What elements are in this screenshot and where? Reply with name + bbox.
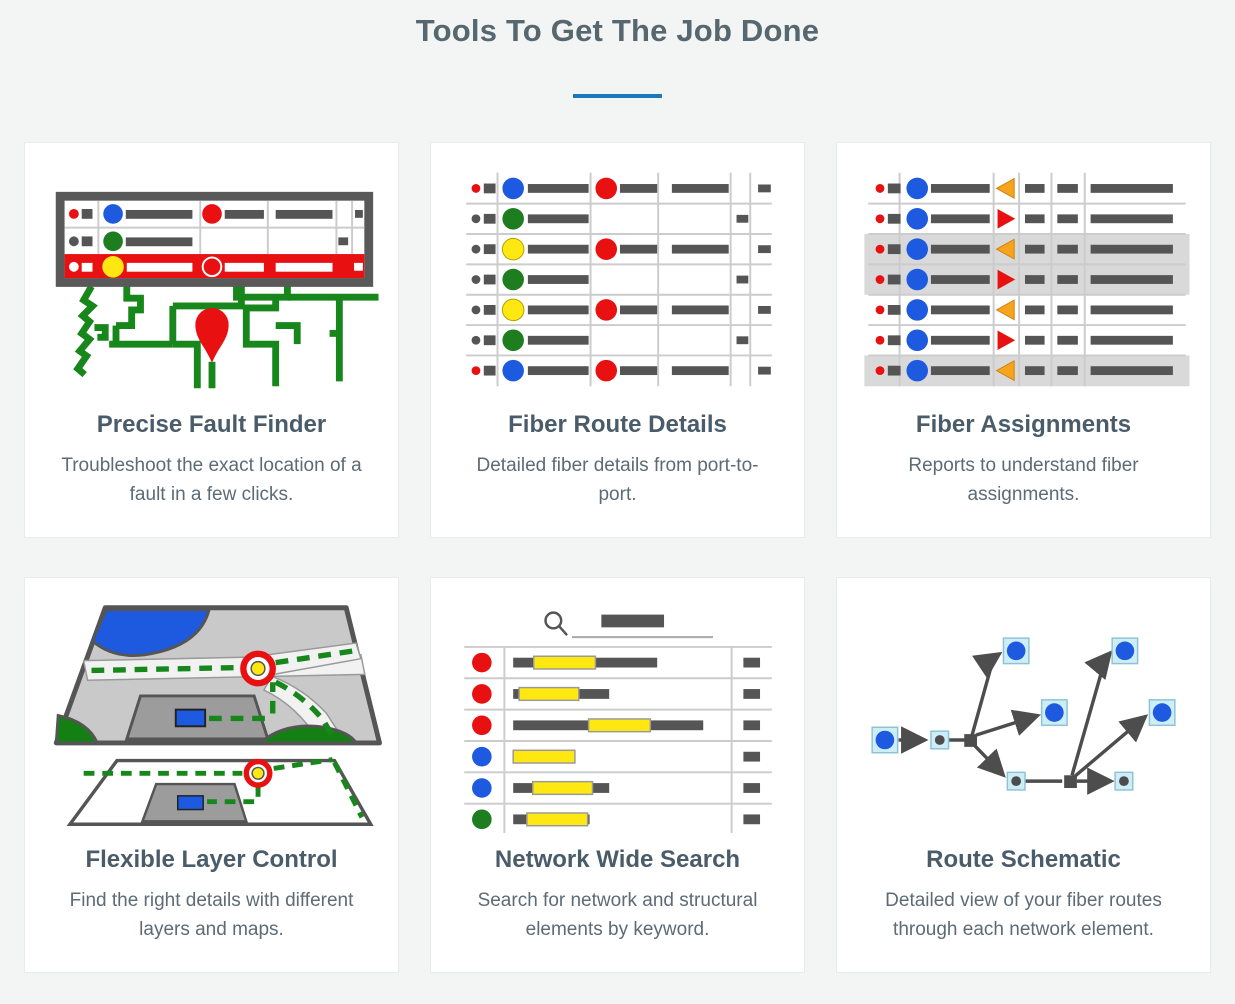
table-row xyxy=(471,208,748,230)
map-marker-dot-icon xyxy=(250,766,265,780)
feature-card-flexible-layer-control: Flexible Layer Control Find the right de… xyxy=(24,577,399,973)
search-result-row xyxy=(471,715,760,736)
card-title: Fiber Assignments xyxy=(915,411,1132,438)
map-pin-icon xyxy=(194,307,229,363)
route-edges xyxy=(898,650,1148,795)
feature-card-network-wide-search: Network Wide Search Search for network a… xyxy=(430,577,805,973)
table-row xyxy=(875,208,1173,230)
search-query-bar xyxy=(600,614,664,628)
table-row xyxy=(471,177,771,200)
section-title: Tools To Get The Job Done xyxy=(415,13,820,48)
map-marker-dot-icon xyxy=(249,660,266,677)
table-row xyxy=(471,237,771,261)
table-row xyxy=(875,268,1173,291)
junction-node xyxy=(1063,775,1077,788)
top-map-layer xyxy=(53,605,382,746)
route-schematic-illustration xyxy=(837,596,1210,836)
card-description: Detailed fiber details from port-to-port… xyxy=(476,455,759,506)
card-title: Network Wide Search xyxy=(494,846,741,873)
network-route-diagram-icon xyxy=(870,637,1176,795)
card-description: Search for network and structural elemen… xyxy=(477,890,758,941)
feature-card-route-schematic: Route Schematic Detailed view of your fi… xyxy=(836,577,1211,973)
table-row xyxy=(471,359,771,382)
search-result-row xyxy=(471,684,760,704)
card-title: Route Schematic xyxy=(926,846,1121,873)
fiber-assignments-illustration xyxy=(837,161,1210,401)
direction-left-arrow-icon xyxy=(995,238,1015,260)
table-row xyxy=(875,329,1173,352)
bottom-map-layer xyxy=(66,757,374,826)
direction-left-arrow-icon xyxy=(995,299,1015,321)
direction-left-arrow-icon xyxy=(995,177,1015,200)
table-row xyxy=(875,238,1173,260)
search-results-table-icon xyxy=(463,611,772,834)
feature-cards-grid: Precise Fault Finder Troubleshoot the ex… xyxy=(0,142,1235,973)
table-row xyxy=(471,329,748,352)
fiber-route-table-icon xyxy=(465,172,772,387)
card-title: Precise Fault Finder xyxy=(96,411,327,438)
feature-card-fiber-route-details: Fiber Route Details Detailed fiber detai… xyxy=(430,142,805,538)
fault-table xyxy=(55,191,373,287)
direction-right-arrow-icon xyxy=(997,209,1015,229)
stacked-map-layers-icon xyxy=(53,605,382,826)
search-result-row xyxy=(471,809,760,830)
search-result-row xyxy=(471,746,760,767)
network-element-nodes xyxy=(870,637,1176,754)
fault-finder-illustration xyxy=(25,161,398,401)
direction-right-arrow-icon xyxy=(997,330,1015,351)
table-row xyxy=(471,298,771,322)
card-description: Find the right details with different la… xyxy=(69,890,354,941)
card-description: Troubleshoot the exact location of a fau… xyxy=(61,455,362,506)
network-search-illustration xyxy=(431,596,804,836)
fault-finder-table-and-map-icon xyxy=(55,191,379,389)
table-row xyxy=(471,268,748,291)
direction-right-arrow-icon xyxy=(997,269,1015,290)
title-divider xyxy=(573,94,662,98)
feature-card-fiber-assignments: Fiber Assignments Reports to understand … xyxy=(836,142,1211,538)
card-title: Flexible Layer Control xyxy=(85,846,338,873)
table-row xyxy=(875,299,1173,321)
fiber-route-details-illustration xyxy=(431,161,804,401)
card-description: Detailed view of your fiber routes throu… xyxy=(885,890,1162,941)
card-description: Reports to understand fiber assignments. xyxy=(908,455,1139,506)
fiber-assignments-table-icon xyxy=(863,172,1190,387)
table-row xyxy=(875,177,1173,200)
table-row xyxy=(875,359,1173,382)
search-icon xyxy=(543,611,568,636)
search-result-row xyxy=(471,778,760,798)
street-map-lines xyxy=(72,284,379,389)
section-header: Tools To Get The Job Done xyxy=(0,0,1235,98)
junction-node xyxy=(963,734,977,747)
map-layers-illustration xyxy=(25,596,398,836)
feature-card-precise-fault-finder: Precise Fault Finder Troubleshoot the ex… xyxy=(24,142,399,538)
direction-left-arrow-icon xyxy=(995,360,1015,382)
search-result-row xyxy=(471,652,760,673)
splice-nodes xyxy=(929,730,1133,791)
card-title: Fiber Route Details xyxy=(508,411,727,438)
